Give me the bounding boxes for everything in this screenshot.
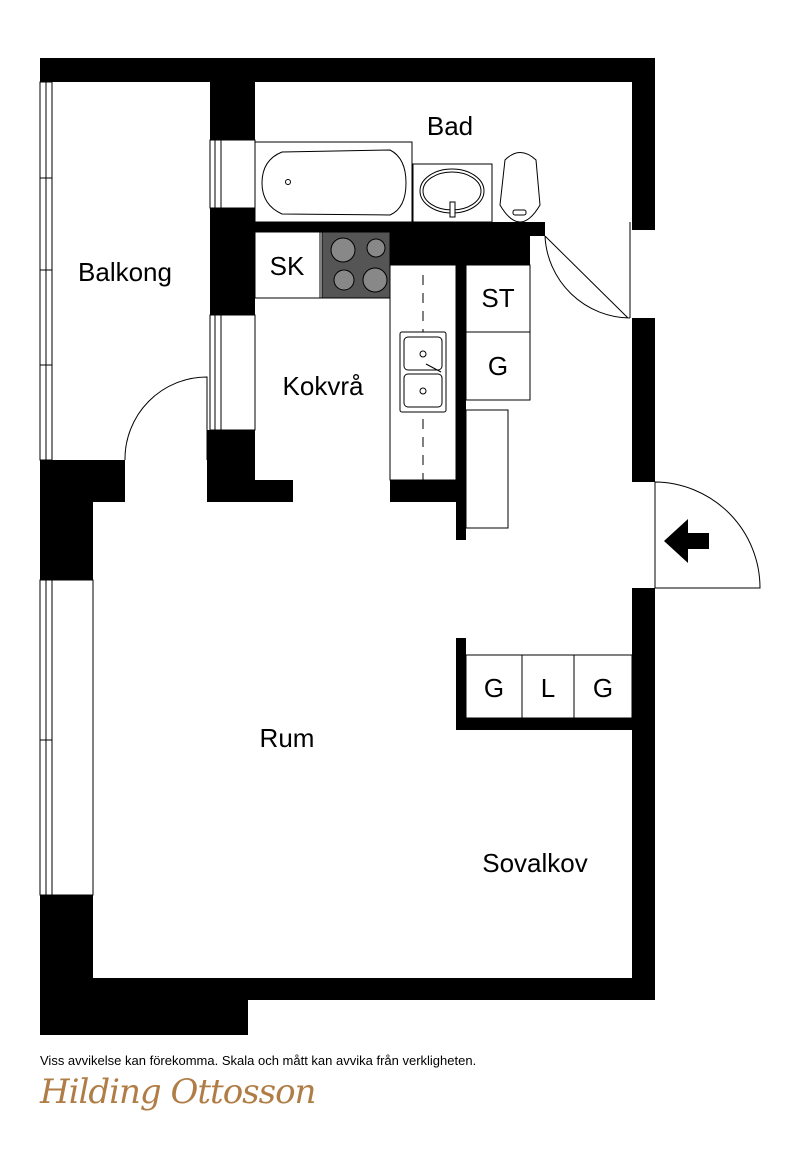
kitchen-fixtures [254,231,633,719]
doors [124,222,761,589]
label-wardrobe-g2: G [593,673,613,703]
toilet [499,152,541,223]
bathroom-fixtures [254,141,541,223]
label-g: G [488,351,508,381]
disclaimer: Viss avvikelse kan förekomma. Skala och … [40,1053,477,1068]
label-kokvra: Kokvrå [283,371,364,401]
label-wardrobe-l: L [541,673,555,703]
windows [39,81,256,896]
walls [40,58,655,1035]
label-wardrobe-g: G [484,673,504,703]
label-bad: Bad [427,111,473,141]
label-sk: SK [270,251,305,281]
entrance-door [654,481,761,589]
label-balkong: Balkong [78,257,172,287]
entrance-arrow-icon [664,519,709,563]
label-sovalkov: Sovalkov [482,848,588,878]
bathroom-door [544,222,631,319]
label-rum: Rum [260,723,315,753]
label-st: ST [481,283,514,313]
balcony-door [124,376,208,461]
room-labels: Bad Balkong SK Kokvrå ST G Rum Sovalkov … [78,111,613,878]
company-logo: Hilding Ottosson [40,1072,316,1112]
